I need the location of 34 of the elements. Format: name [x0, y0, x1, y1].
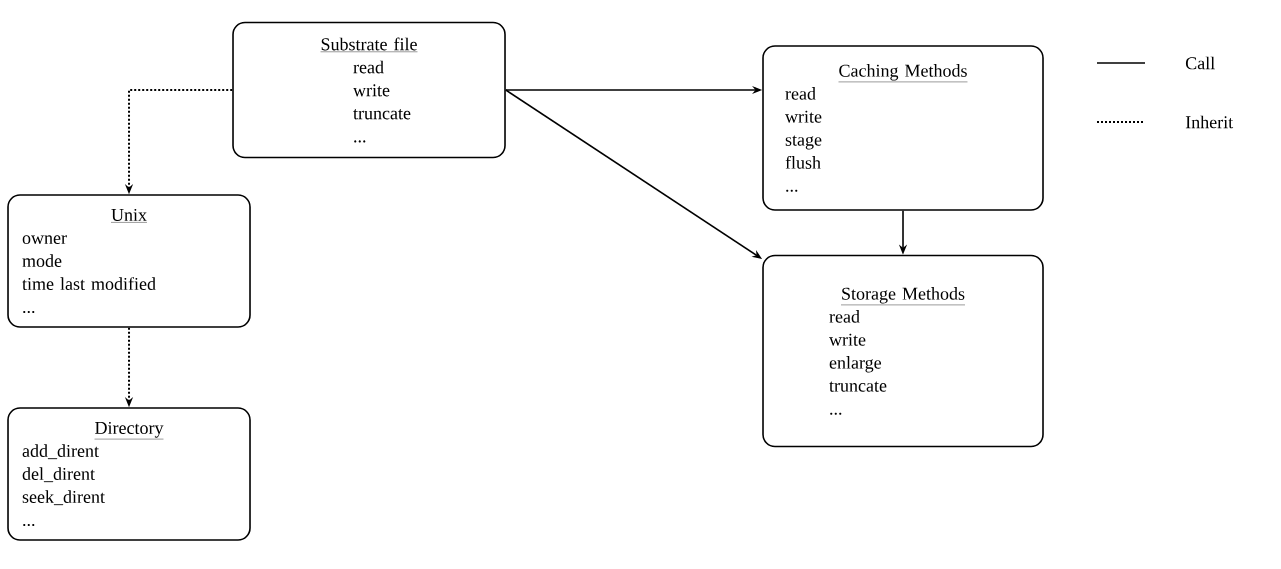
member-name: del_dirent: [22, 467, 95, 483]
member-name: read: [785, 87, 816, 100]
heading: Substrate file: [320, 37, 418, 52]
class-box: [232, 21, 506, 159]
member-name: owner: [22, 235, 67, 244]
member-name: ...: [23, 523, 35, 527]
member-name: ...: [830, 412, 842, 415]
member-name: add_dirent: [22, 444, 99, 460]
member-name: read: [353, 60, 384, 74]
member-name: truncate: [353, 109, 411, 120]
class-box: [7, 407, 251, 541]
class-box: [7, 194, 251, 328]
member-name: ...: [23, 310, 35, 314]
member-name: ...: [354, 140, 366, 143]
member-name: write: [353, 84, 390, 97]
member-name: stage: [785, 135, 822, 150]
heading: Directory: [94, 421, 164, 440]
member-name: seek_dirent: [22, 490, 105, 506]
member-name: ...: [786, 189, 798, 192]
member-name: write: [785, 110, 822, 123]
member-name: truncate: [829, 381, 887, 392]
member-name: enlarge: [829, 356, 882, 373]
legend-label: Inherit: [1185, 115, 1234, 129]
class-box: [762, 45, 1044, 211]
class-box: [762, 254, 1044, 448]
heading: Caching Methods: [838, 64, 968, 83]
heading: Unix: [110, 208, 148, 223]
heading: Storage Methods: [840, 287, 966, 306]
member-name: time last modified: [22, 277, 156, 290]
member-name: mode: [22, 254, 62, 267]
legend-label: Call: [1185, 56, 1215, 70]
member-name: flush: [785, 155, 821, 169]
member-name: write: [829, 333, 866, 346]
member-name: read: [829, 310, 860, 323]
